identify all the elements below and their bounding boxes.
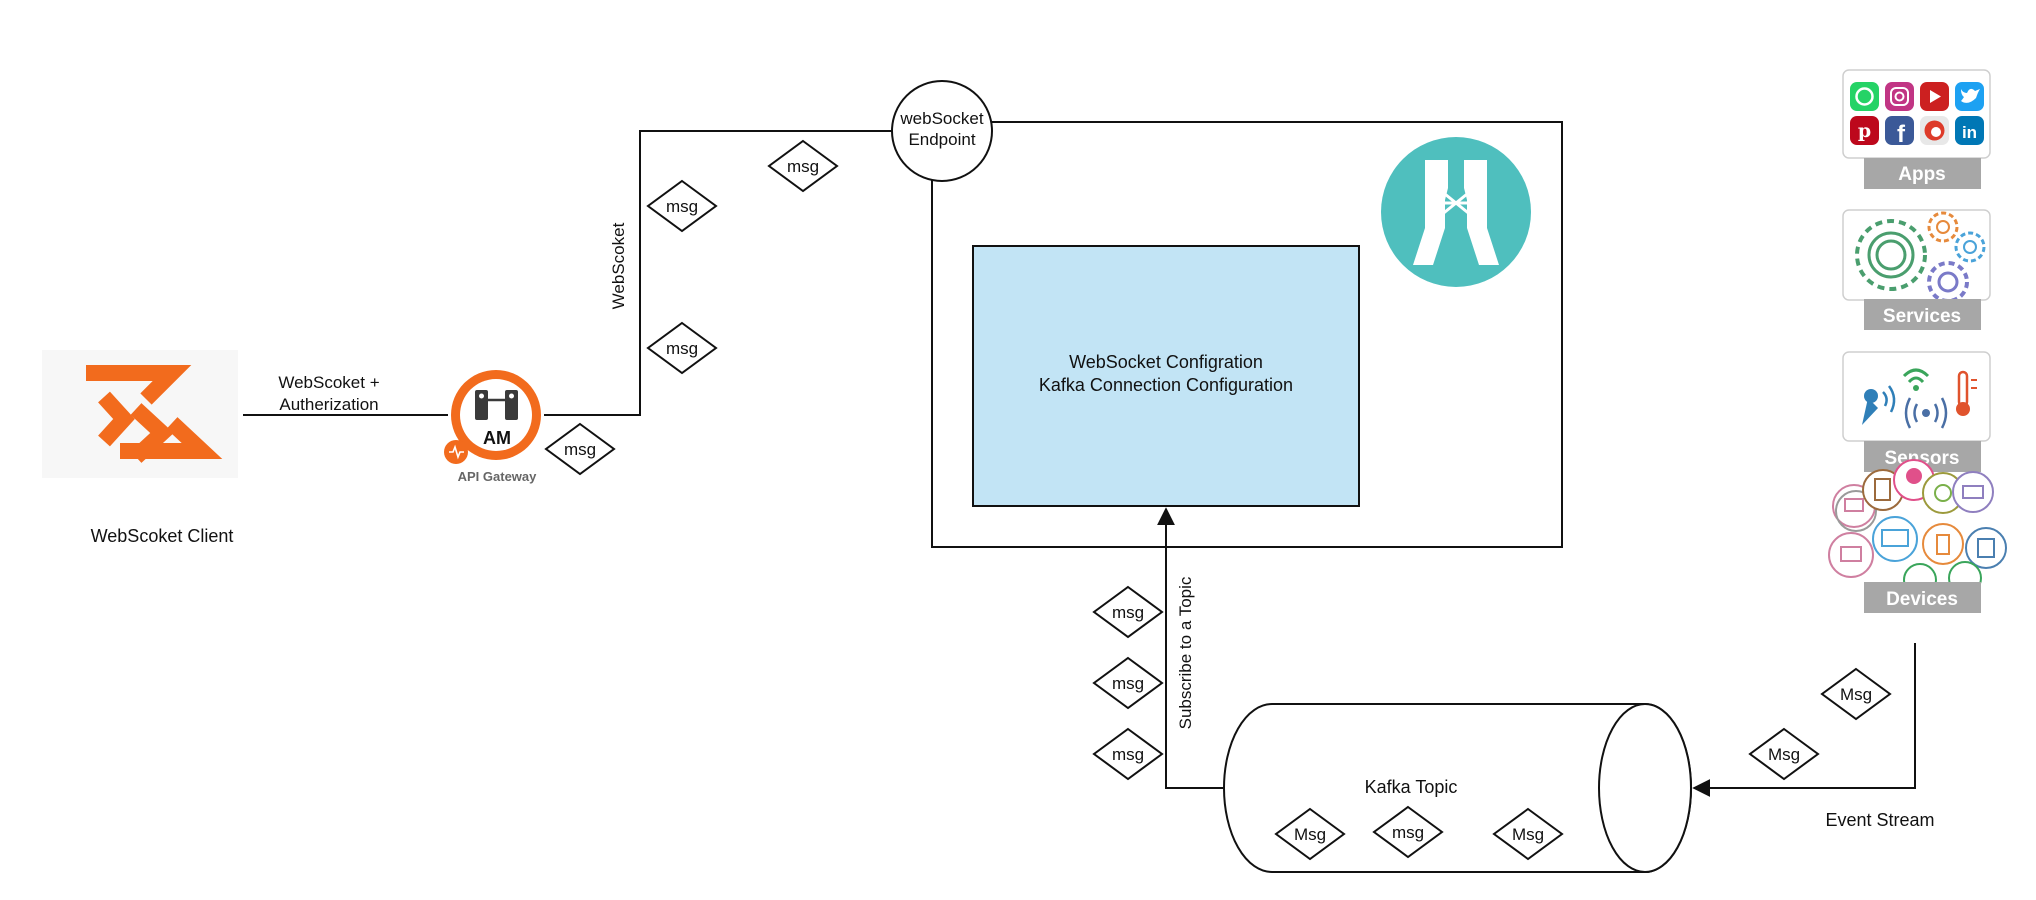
- config-box: [972, 245, 1360, 507]
- msg-label: msg: [1112, 745, 1144, 764]
- kafka-cylinder-end: [1598, 703, 1692, 873]
- websocket-path-label: WebScoket: [609, 222, 628, 309]
- api-gateway-icon: [444, 370, 541, 464]
- msg-label: msg: [564, 440, 596, 459]
- msg-diamond: msg: [646, 179, 718, 233]
- gateway-label: API Gateway: [458, 469, 538, 484]
- msg-label: msg: [666, 339, 698, 358]
- platform-container: WebSocket Configration Kafka Connection …: [931, 121, 1563, 548]
- event-sources: p f in Apps: [1828, 69, 2007, 613]
- msg-diamond: Msg: [1820, 667, 1892, 721]
- gears-icon: [1855, 211, 1986, 303]
- msg-diamond: msg: [767, 139, 839, 193]
- platform-box-outline: [931, 121, 1563, 548]
- config-line1: WebSocket Configration: [1069, 352, 1263, 372]
- msg-label: Msg: [1840, 685, 1872, 704]
- source-apps: p f in Apps: [1842, 69, 1991, 189]
- msg-diamond: Msg: [1274, 807, 1346, 861]
- event-stream-label: Event Stream: [1825, 810, 1934, 830]
- kafka-label: Kafka Topic: [1365, 777, 1458, 797]
- svg-text:in: in: [1962, 123, 1977, 142]
- source-sensors: Sensors: [1842, 351, 1991, 472]
- msg-label: msg: [1112, 603, 1144, 622]
- msg-diamond: msg: [1372, 805, 1444, 859]
- msg-diamond: Msg: [1492, 807, 1564, 861]
- endpoint-line1: webSocket: [899, 109, 983, 128]
- devices-icon: [1828, 459, 2007, 597]
- msg-label: Msg: [1294, 825, 1326, 844]
- subscribe-line: [1157, 507, 1223, 789]
- websocket-logo-icon: [86, 365, 223, 463]
- websocket-client: WebScoket Client: [42, 350, 238, 546]
- msg-label: Msg: [1768, 745, 1800, 764]
- endpoint-line2: Endpoint: [908, 130, 975, 149]
- gateway-endpoint-line: [544, 130, 892, 416]
- config-line2: Kafka Connection Configuration: [1039, 375, 1293, 395]
- event-stream-line: [1692, 643, 1916, 797]
- social-apps-icon: p f in: [1850, 82, 1984, 148]
- websocket-endpoint: webSocket Endpoint: [891, 80, 993, 182]
- api-gateway: AM API Gateway: [444, 370, 541, 484]
- msg-label: msg: [666, 197, 698, 216]
- kafka-topic: Kafka Topic: [1223, 703, 1692, 873]
- svg-text:p: p: [1858, 120, 1871, 142]
- source-label-apps: Apps: [1898, 164, 1946, 185]
- msg-label: msg: [787, 157, 819, 176]
- connectors: [243, 130, 1916, 797]
- msg-diamond: msg: [646, 321, 718, 375]
- gateway-badge: AM: [483, 428, 511, 448]
- msg-label: msg: [1112, 674, 1144, 693]
- msg-diamond: msg: [544, 422, 616, 476]
- msg-label: Msg: [1512, 825, 1544, 844]
- source-label-services: Services: [1883, 306, 1961, 327]
- streaming-platform-logo-icon: [1381, 137, 1531, 287]
- subscribe-label: Subscribe to a Topic: [1176, 576, 1195, 729]
- svg-text:f: f: [1897, 121, 1906, 148]
- client-label: WebScoket Client: [91, 526, 234, 546]
- msg-diamond: msg: [1092, 727, 1164, 781]
- client-link-label-line2: Autherization: [279, 395, 378, 414]
- msg-diamond: Msg: [1748, 727, 1820, 781]
- sensors-icon: [1862, 368, 1977, 429]
- source-label-devices: Devices: [1886, 589, 1958, 610]
- msg-diamond: msg: [1092, 585, 1164, 639]
- source-devices: Devices: [1828, 459, 2007, 613]
- source-services: Services: [1842, 209, 1991, 330]
- msg-label: msg: [1392, 823, 1424, 842]
- client-link-label-line1: WebScoket +: [278, 373, 379, 392]
- msg-diamond: msg: [1092, 656, 1164, 710]
